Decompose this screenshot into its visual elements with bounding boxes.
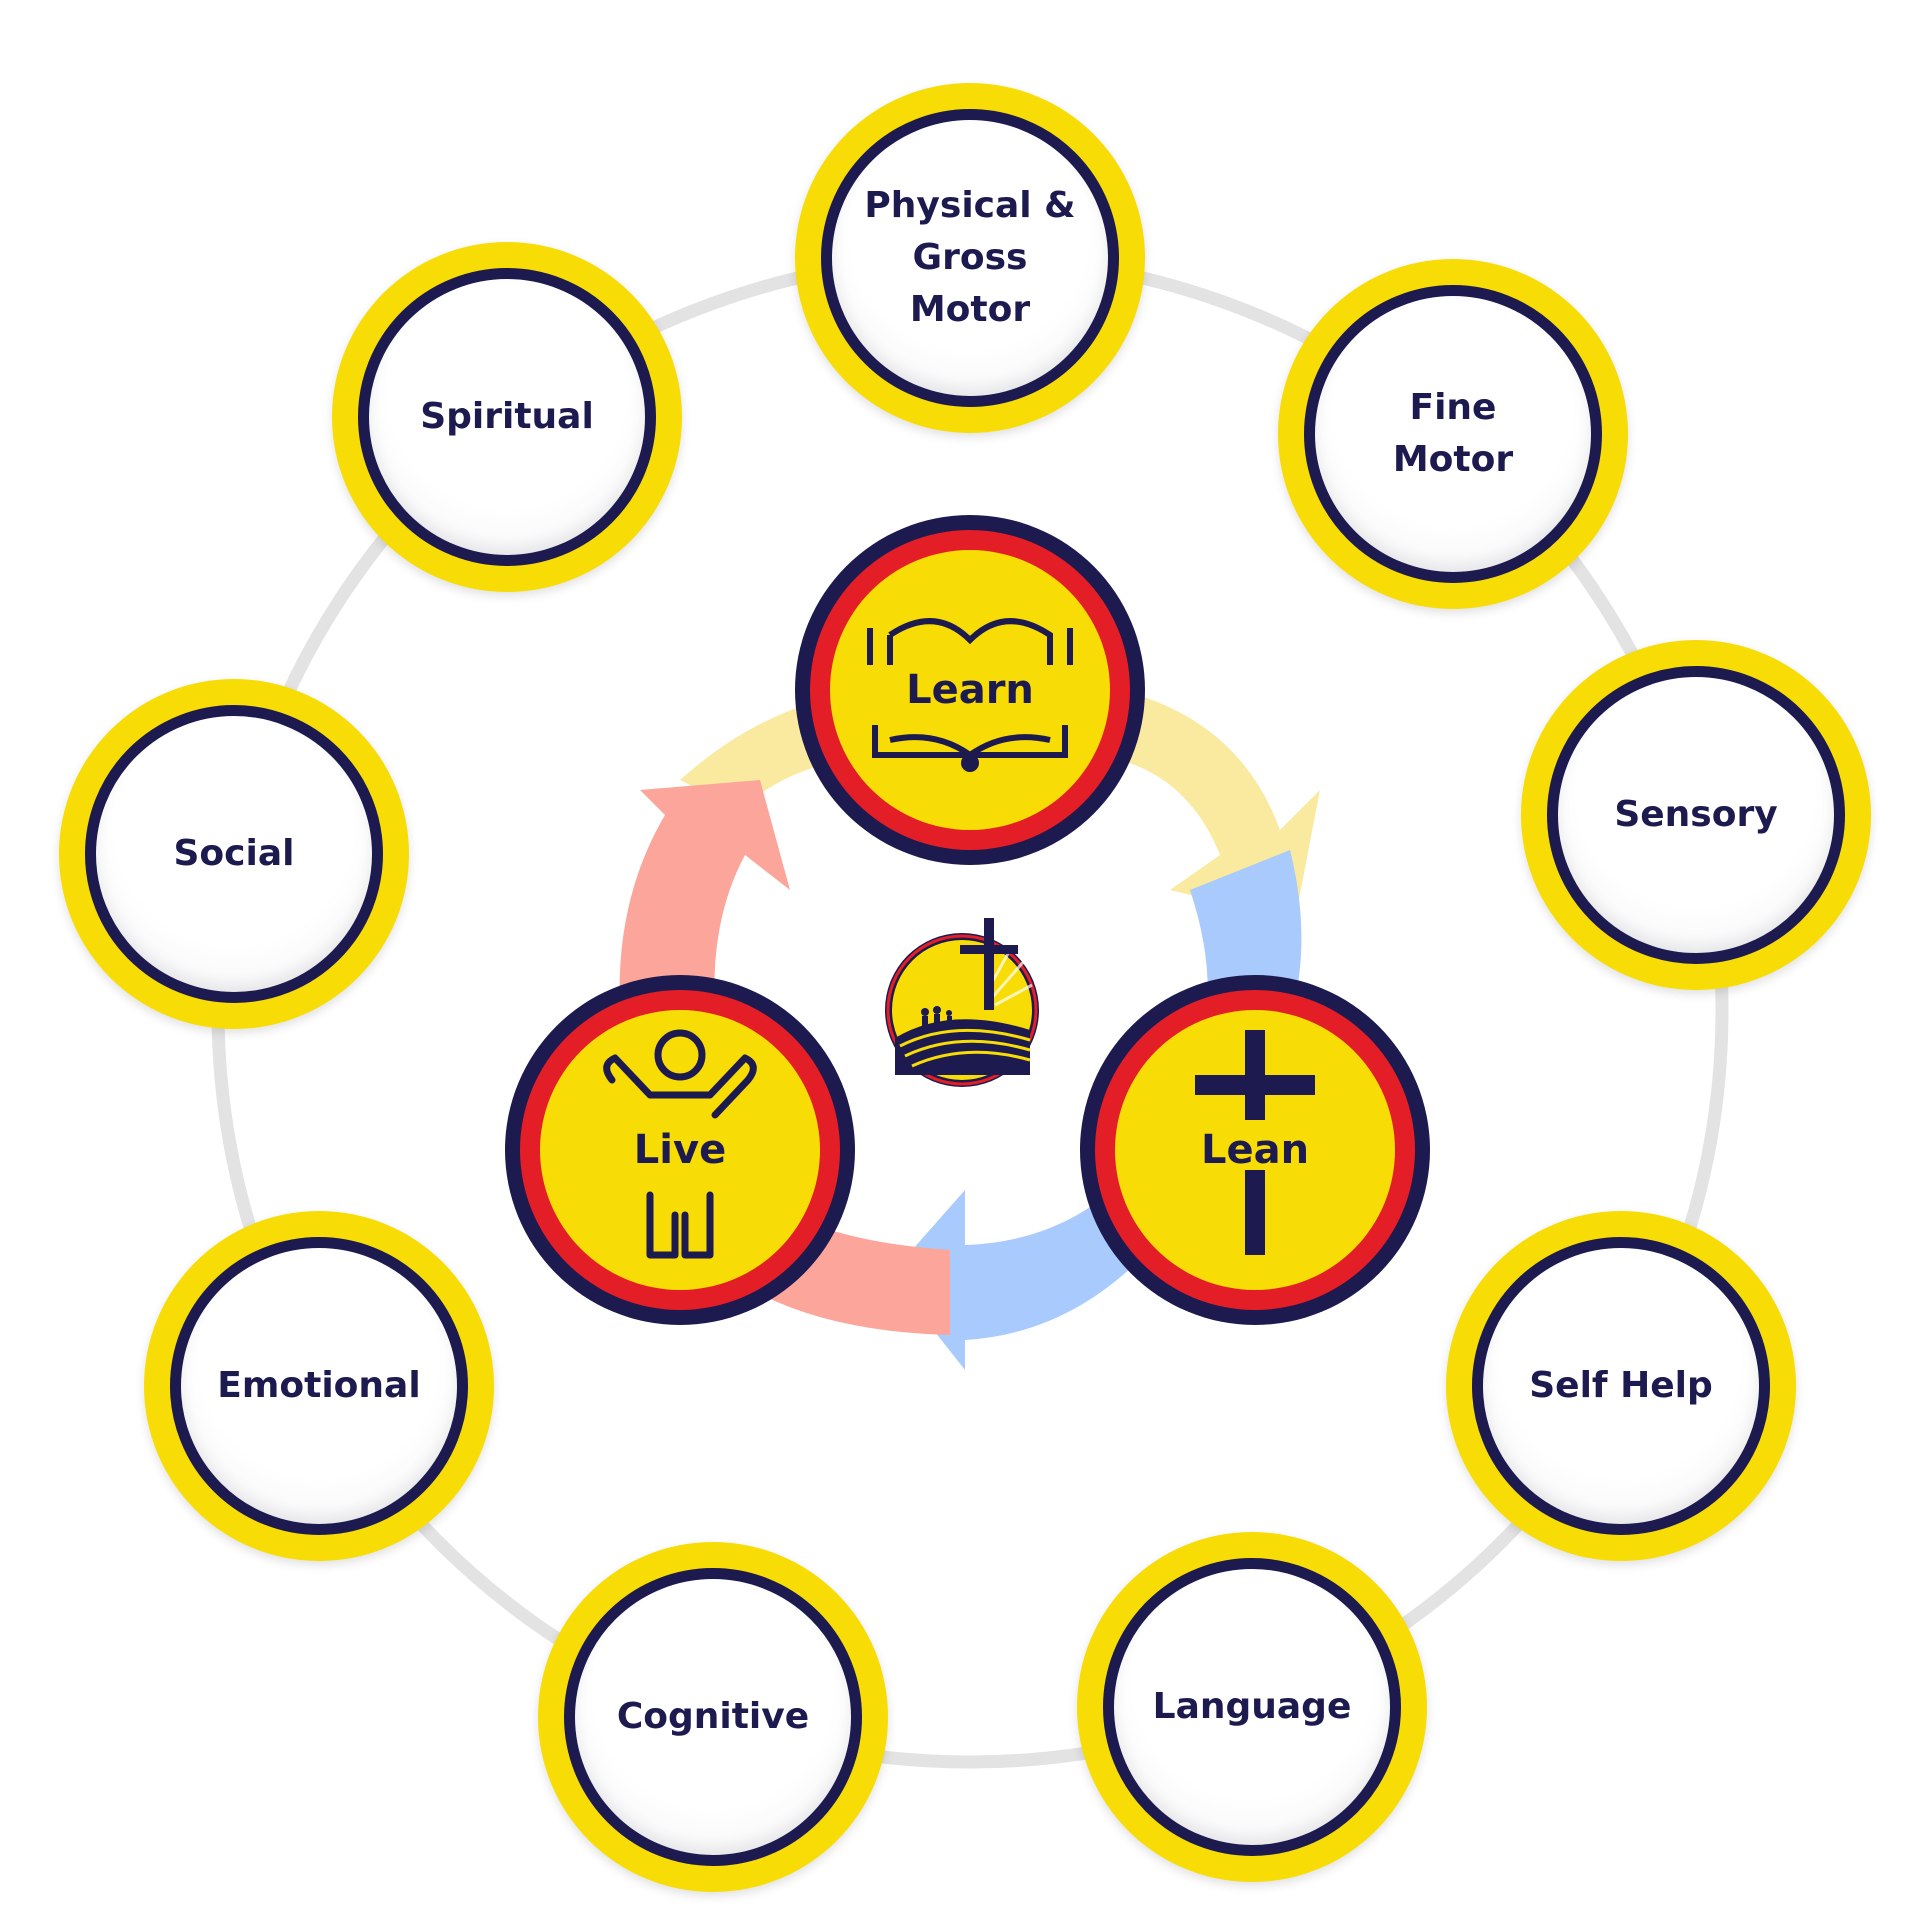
domain-node: Physical & Gross Motor [795,83,1145,433]
domain-label: Spiritual [420,396,594,437]
domain-node-inner: Self Help [1472,1237,1770,1535]
core-node-learn: Learn [795,515,1145,865]
domain-node-inner: Physical & Gross Motor [821,109,1119,407]
domain-node: Sensory [1521,640,1871,990]
domain-label: Cognitive [616,1696,810,1737]
domain-label: Language [1152,1686,1352,1727]
domain-node-inner: Sensory [1547,666,1845,964]
core-label-live: Live [634,1127,726,1173]
domain-node: Cognitive [538,1542,888,1892]
core-label-learn: Learn [906,667,1034,713]
domain-node-inner: Spiritual [358,268,656,566]
domain-node-inner: Cognitive [564,1568,862,1866]
core-node-live: Live [505,975,855,1325]
domain-label: Fine Motor [1392,387,1514,480]
domain-node-inner: Social [85,705,383,1003]
domain-node: Self Help [1446,1211,1796,1561]
domain-node: Fine Motor [1278,259,1628,609]
family-figures-icon [921,1006,952,1032]
open-book-icon [867,618,1073,772]
domain-label: Physical & Gross Motor [864,185,1076,330]
domain-node: Spiritual [332,242,682,592]
domain-label: Emotional [217,1365,421,1406]
domain-label: Social [173,833,295,874]
core-label-lean: Lean [1201,1127,1309,1173]
domain-node-inner: Fine Motor [1304,285,1602,583]
domain-label: Sensory [1614,794,1778,835]
domain-node: Social [59,679,409,1029]
domain-node-inner: Emotional [170,1237,468,1535]
domain-node: Language [1077,1532,1427,1882]
raised-arms-person-icon [603,1029,757,1259]
domain-node: Emotional [144,1211,494,1561]
core-node-lean: Lean [1080,975,1430,1325]
cycle-arrow-live-to-learn [619,780,950,1335]
domain-node-inner: Language [1103,1558,1401,1856]
cross-hill-sunrise-logo [885,918,1039,1087]
domain-label: Self Help [1529,1365,1713,1406]
